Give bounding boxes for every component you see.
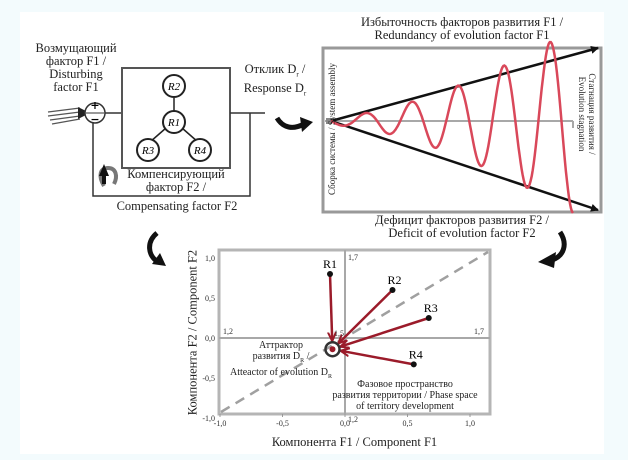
y-tick-label: 0,5	[205, 294, 215, 303]
attractor-sub-2: R	[328, 374, 333, 380]
oscillation-panel	[321, 40, 603, 214]
node-r2	[162, 74, 186, 98]
point-r3	[425, 315, 432, 321]
response-sub-2: r	[303, 89, 307, 97]
stagnation-line-1: Стагнация развития /	[587, 73, 597, 155]
bottom-axis-corner-label: 1,2	[348, 415, 358, 424]
oscillation-frame	[321, 46, 603, 214]
diagonal-line	[220, 250, 489, 414]
phase-space: -1,0 -0,5 0,0 0,5 1,0 1,0 0,5 0,0 -0,5 -1,0 R1R2R…	[202, 248, 492, 428]
center-corner-label: 1,5	[334, 329, 344, 338]
attractor-label: Аттрактор развития DR / Atteactor of evo…	[226, 340, 336, 383]
trajectory-arrow-r1	[330, 273, 332, 341]
node-r2-label: R2	[167, 81, 181, 93]
phase-line-3: of territory development	[356, 401, 454, 412]
point-r2	[389, 287, 396, 293]
redundancy-line-1: Избыточность факторов развития F1 /	[360, 15, 564, 29]
y-axis-label: Компонента F2 / Component F2	[185, 249, 200, 416]
redundancy-line-2: Redundancy of evolution factor F1	[374, 28, 550, 42]
point-label-r4: R4	[409, 347, 423, 361]
feedback-line	[92, 113, 251, 197]
x-tick-label: 0,5	[403, 419, 413, 428]
response-label: Отклик Dr / Response Dr	[230, 63, 320, 100]
disturbing-line-2: фактор F1 /	[45, 54, 107, 68]
attractor-sub-1: R	[300, 358, 305, 364]
response-slash: /	[298, 62, 306, 76]
disturbing-line-1: Возмущающий	[35, 41, 117, 55]
attractor-line-2: развития D	[252, 351, 301, 362]
cycle-arrow-icon	[98, 164, 118, 188]
feedback-loop	[47, 67, 265, 197]
compensating-line-3: Compensating factor F2	[116, 199, 238, 213]
node-r1-label: R1	[167, 117, 180, 129]
top-axis-corner-label: 1,7	[348, 253, 358, 262]
lower-cone-arrow	[330, 119, 599, 212]
summator-plus: +	[90, 99, 99, 112]
attractor-line-3: Atteactor of evolution D	[229, 367, 328, 378]
compensating-line-2: фактор F2 /	[145, 180, 207, 194]
y-tick-label: -1,0	[202, 414, 215, 423]
x-tick-label: 0,0	[340, 419, 350, 428]
redundancy-caption: Избыточность факторов развития F1 / Redu…	[322, 16, 602, 42]
deficit-caption: Дефицит факторов развития F2 / Deficit o…	[322, 214, 602, 240]
node-r3	[136, 138, 160, 162]
attractor-marker	[324, 340, 341, 358]
node-r1	[162, 110, 186, 134]
phase-line-1: Фазовое пространство	[357, 379, 453, 390]
stagnation-line-2: Evolution stagnation	[577, 76, 587, 152]
trajectory-arrow-r3	[340, 316, 430, 347]
curved-arrow-icon	[274, 116, 306, 130]
attractor-core	[329, 346, 336, 353]
trajectory-arrow-r4	[340, 351, 414, 366]
oscillation-wave	[330, 40, 575, 214]
disturbing-input-icon	[47, 107, 90, 125]
summator-minus: −	[90, 113, 99, 126]
node-r4	[188, 138, 212, 162]
x-tick-label: 1,0	[465, 419, 475, 428]
disturbing-line-3: Disturbing	[49, 67, 103, 81]
disturbing-factor-label: Возмущающий фактор F1 / Disturbing facto…	[22, 42, 130, 94]
response-ru: Отклик D	[244, 62, 297, 76]
left-axis-corner-label: 1,2	[223, 327, 233, 336]
attractor-slash: /	[304, 351, 310, 362]
point-r1	[327, 271, 333, 277]
attractor-line-1: Аттрактор	[259, 340, 303, 351]
stagnation-label: Стагнация развития / Evolution stagnatio…	[577, 64, 597, 164]
response-sub-1: r	[296, 70, 299, 79]
point-label-r3: R3	[424, 301, 438, 315]
node-r4-label: R4	[193, 145, 207, 157]
x-tick-label: -0,5	[276, 419, 289, 428]
deficit-line-2: Deficit of evolution factor F2	[388, 226, 536, 240]
upper-cone-arrow	[330, 45, 599, 123]
phase-space-label: Фазовое пространство развития территории…	[320, 379, 490, 412]
node-r3-label: R3	[141, 145, 155, 157]
deficit-line-1: Дефицит факторов развития F2 /	[375, 213, 549, 227]
system-assembly-label: Сборка системы / System assembly	[327, 63, 337, 195]
right-axis-corner-label: 1,7	[474, 327, 484, 336]
trajectory-arrow-r2	[338, 289, 394, 344]
compensating-factor-label: Компенсирующий фактор F2 /	[116, 168, 236, 194]
response-en: Response D	[243, 80, 304, 95]
y-tick-label: -0,5	[202, 374, 215, 383]
compensating-line-1: Компенсирующий	[127, 167, 225, 181]
x-axis-label: Компонента F1 / Component F1	[271, 435, 438, 449]
x-tick-label: -1,0	[214, 419, 227, 428]
y-tick-label: 1,0	[205, 254, 215, 263]
y-tick-label: 0,0	[205, 334, 215, 343]
point-label-r2: R2	[387, 273, 401, 287]
point-label-r1: R1	[323, 257, 337, 271]
point-r4	[410, 361, 417, 368]
phase-line-2: развития территории / Phase space	[332, 390, 478, 401]
disturbing-line-4: factor F1	[53, 80, 99, 94]
